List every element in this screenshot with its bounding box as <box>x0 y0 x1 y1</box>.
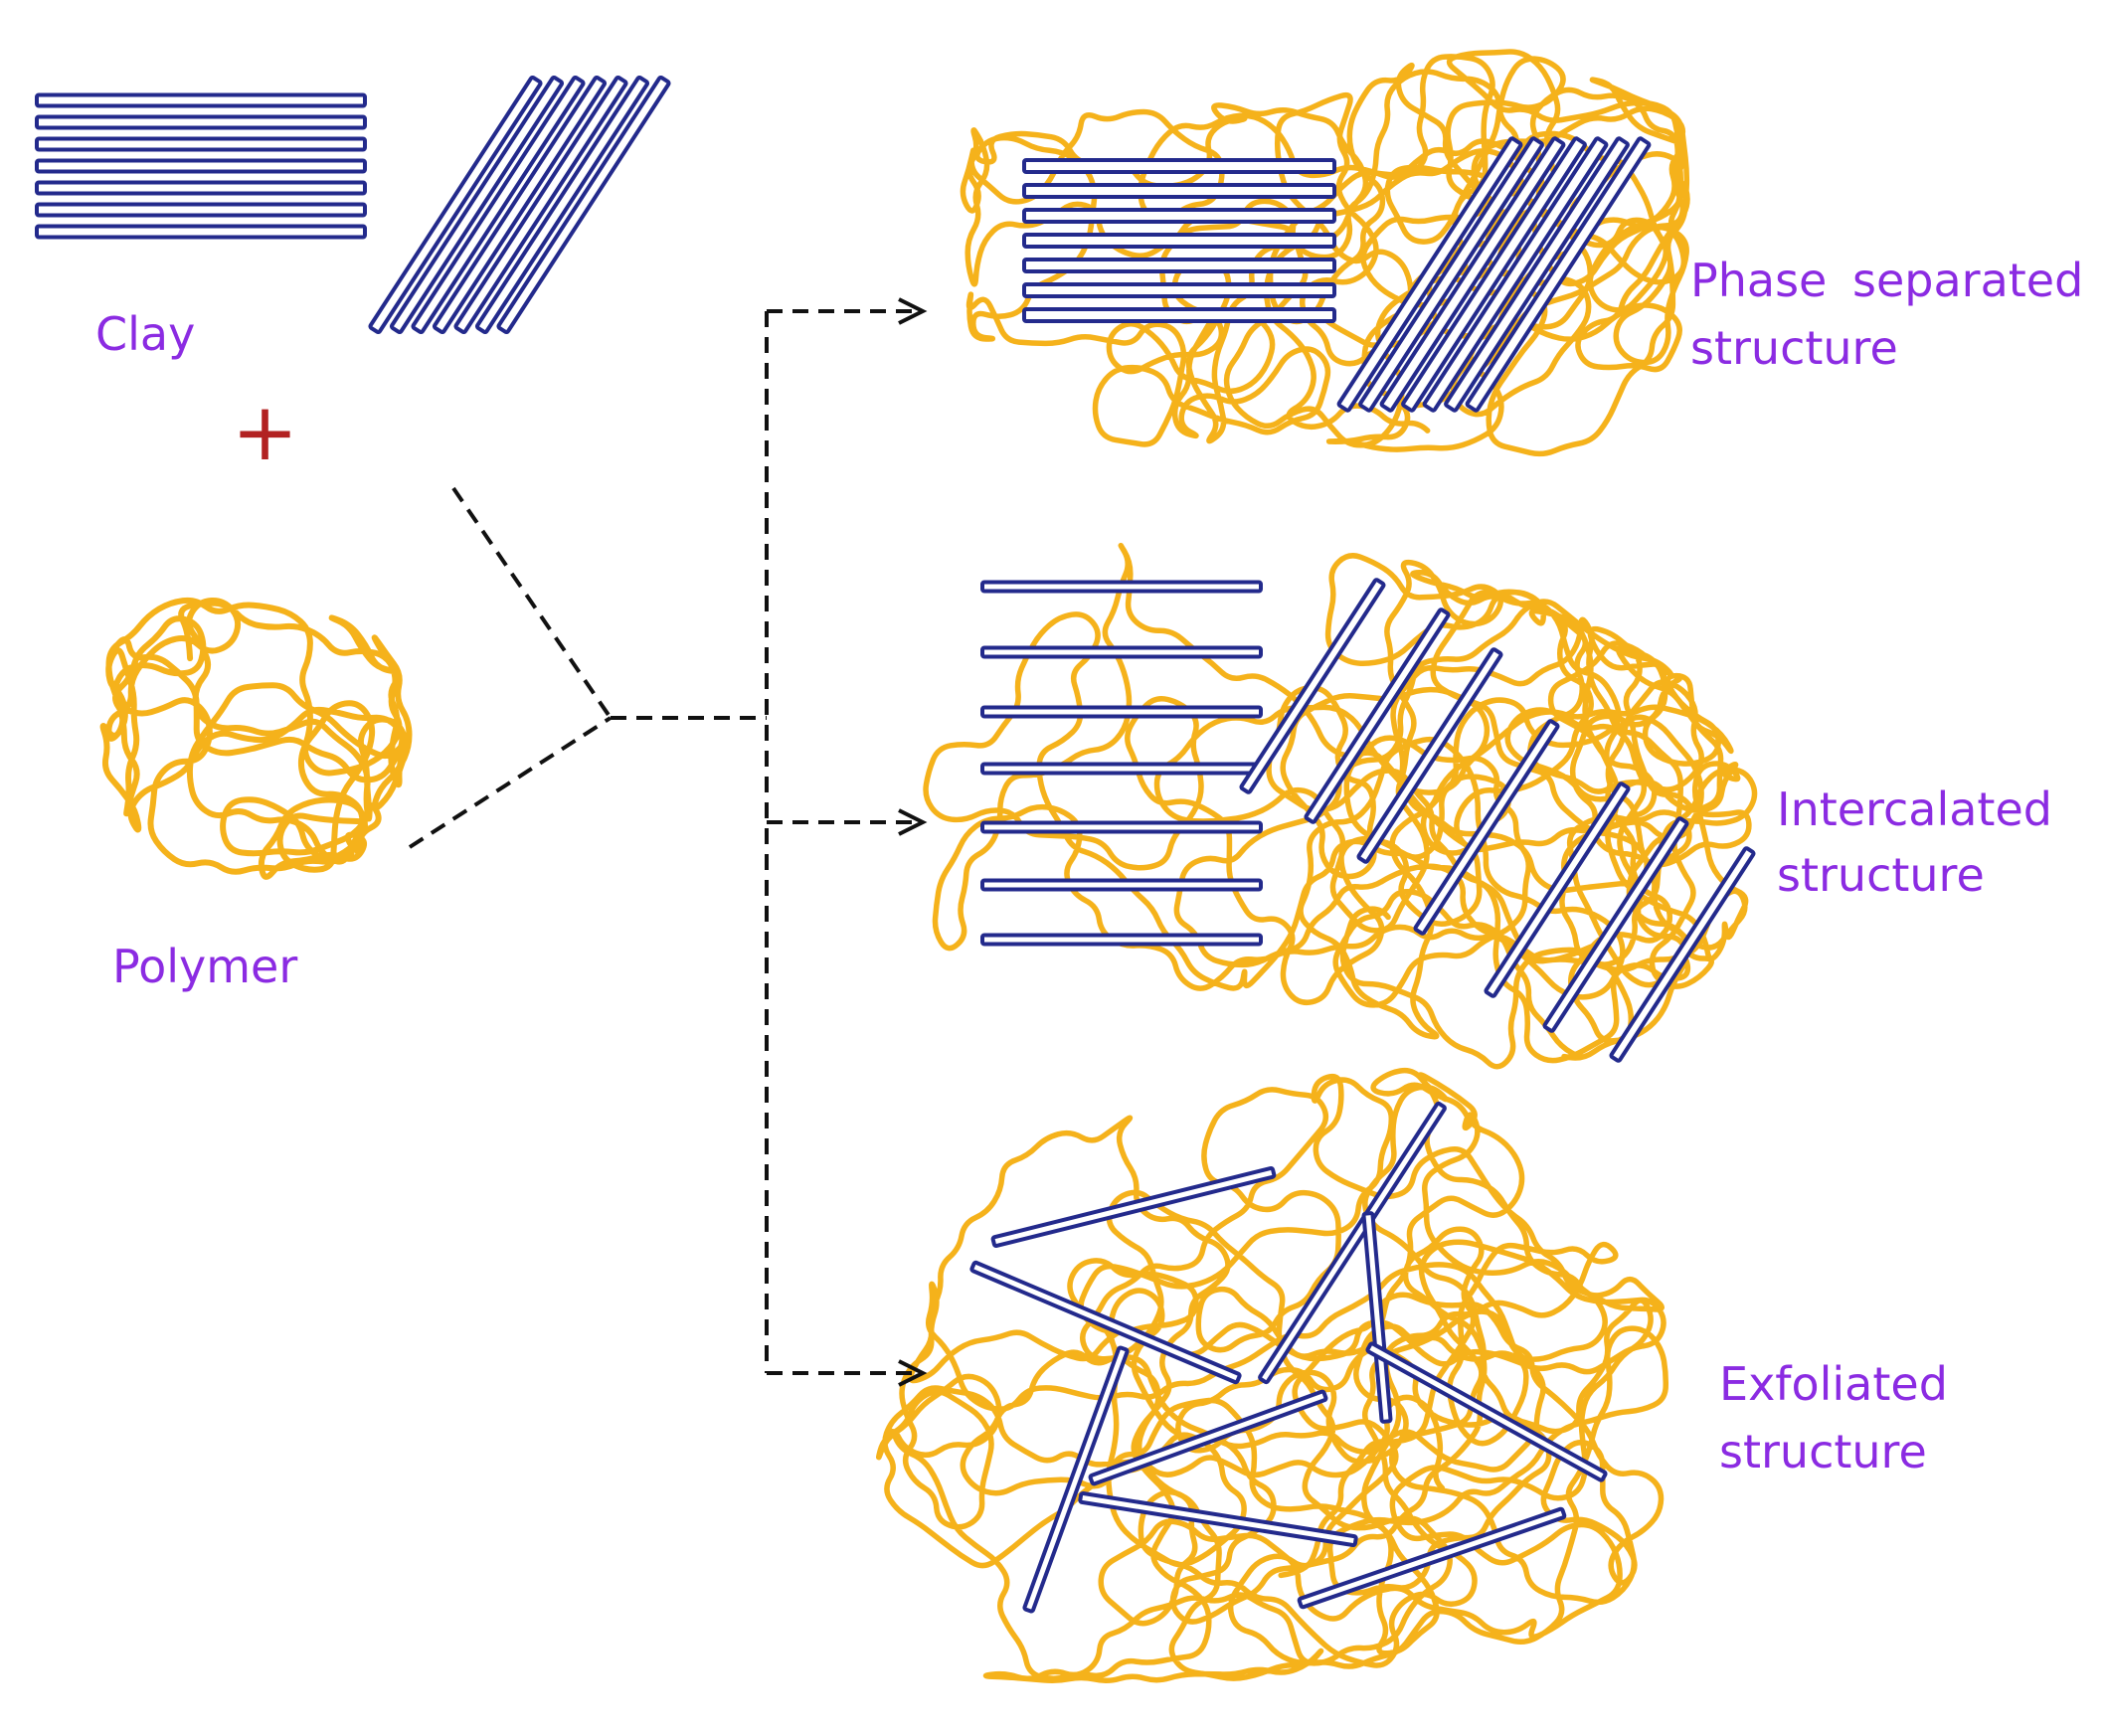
phase-separated-tilted-plate <box>1358 136 1544 413</box>
clay-platelets <box>35 75 1756 1614</box>
dashed-line-from-polymer <box>408 716 613 849</box>
dashed-line-from-clay <box>451 486 613 720</box>
phase-separated-clay-plate <box>1022 258 1336 273</box>
intercalated-label-line2: structure <box>1777 848 1985 902</box>
exfoliated-clay-plate <box>1361 1211 1393 1424</box>
polymer-input-chain <box>99 597 413 880</box>
phase-separated-clay-plate <box>1022 233 1336 249</box>
phase-separated-label-line2: structure <box>1690 321 1898 375</box>
intercalated-clay-plate <box>980 820 1263 834</box>
arrowhead-exfoliated <box>898 1359 928 1387</box>
exfoliated-label-line2: structure <box>1719 1425 1927 1478</box>
process-arrows <box>408 297 928 1387</box>
intercalated-clay-plate <box>980 580 1263 594</box>
intercalated-clay-plate <box>980 705 1263 719</box>
phase-separated-clay-plate <box>1022 282 1336 298</box>
phase-separated-tilted-plate <box>1401 136 1587 413</box>
clay-input-horizontal-plate <box>35 136 367 152</box>
exfoliated-clay-plate <box>969 1260 1242 1385</box>
phase-separated-label-word2: separated <box>1852 254 2083 307</box>
phase-separated-label-word1: Phase <box>1690 254 1827 307</box>
intercalated-tilted-plate <box>1304 608 1451 824</box>
phase-separated-tilted-plate <box>1379 136 1566 413</box>
exfoliated-clay-plate <box>1088 1389 1328 1486</box>
clay-input-tilted-plate <box>453 75 628 335</box>
exfoliated-clay-plate <box>1258 1101 1447 1385</box>
phase-separated-tilted-plate <box>1336 136 1523 413</box>
clay-input-tilted-plate <box>496 75 671 335</box>
exfoliated-clay-plate <box>990 1165 1277 1249</box>
exfoliated-clay-plate <box>1022 1345 1130 1614</box>
intercalated-tilted-plate <box>1356 647 1503 864</box>
clay-input-tilted-plate <box>389 75 565 335</box>
clay-input-horizontal-plate <box>35 202 367 218</box>
intercalated-tilted-plate <box>1413 719 1560 936</box>
clay-input-horizontal-plate <box>35 180 367 196</box>
phase-separated-clay-plate <box>1022 307 1336 323</box>
clay-input-horizontal-plate <box>35 158 367 174</box>
clay-input-horizontal-plate <box>35 114 367 130</box>
phase-separated-clay-plate <box>1022 183 1336 199</box>
clay-input-tilted-plate <box>368 75 543 335</box>
exfoliated-label-line1: Exfoliated <box>1719 1357 1948 1411</box>
intercalated-polymer-chain <box>923 542 1758 1070</box>
phase-separated-clay-plate <box>1022 208 1336 224</box>
intercalated-clay-plate <box>980 933 1263 947</box>
phase-separated-tilted-plate <box>1422 136 1609 413</box>
clay-input-horizontal-plate <box>35 92 367 108</box>
intercalated-clay-plate <box>980 762 1263 776</box>
phase-separated-polymer-chain <box>960 49 1690 457</box>
phase-separated-clay-plate <box>1022 158 1336 174</box>
clay-input-tilted-plate <box>474 75 650 335</box>
clay-input-tilted-plate <box>432 75 608 335</box>
intercalated-clay-plate <box>980 878 1263 892</box>
intercalated-tilted-plate <box>1609 846 1756 1063</box>
intercalated-clay-plate <box>980 645 1263 659</box>
phase-separated-tilted-plate <box>1444 136 1630 413</box>
intercalated-tilted-plate <box>1484 781 1631 998</box>
exfoliated-clay-plate <box>1078 1490 1358 1548</box>
plus-sign: + <box>232 386 298 478</box>
clay-input-horizontal-plate <box>35 224 367 240</box>
polymer-label: Polymer <box>112 940 297 993</box>
phase-separated-tilted-plate <box>1465 136 1652 413</box>
intercalated-label-line1: Intercalated <box>1777 782 2052 836</box>
exfoliated-clay-plate <box>1365 1341 1608 1482</box>
arrowhead-phase-separated <box>898 297 928 325</box>
intercalated-tilted-plate <box>1542 816 1689 1033</box>
arrowhead-intercalated <box>898 808 928 836</box>
clay-label: Clay <box>95 307 195 361</box>
clay-input-tilted-plate <box>411 75 586 335</box>
intercalated-tilted-plate <box>1239 578 1386 794</box>
exfoliated-clay-plate <box>1297 1506 1567 1610</box>
